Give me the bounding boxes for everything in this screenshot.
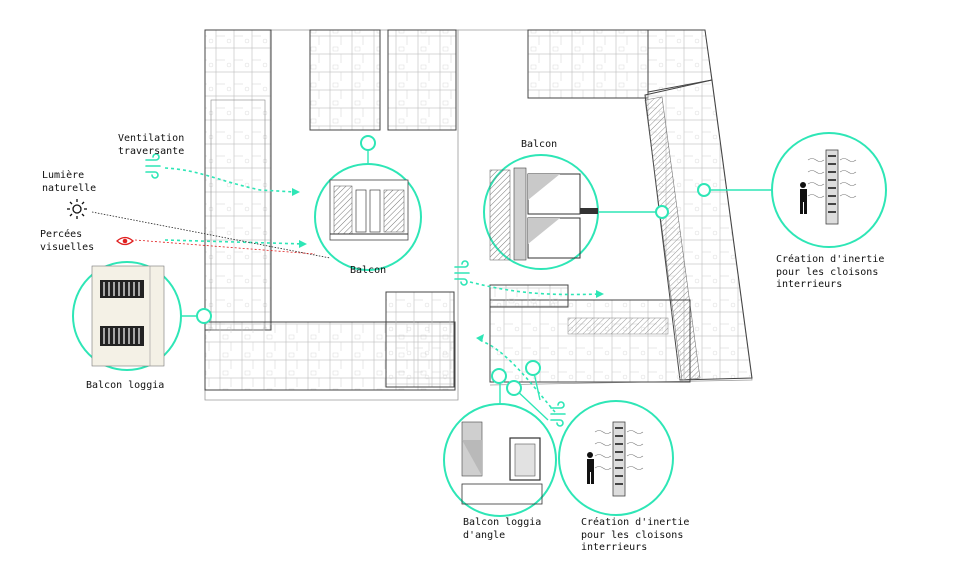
callout-anchors [196,135,711,396]
label-percees-visuelles: Percées visuelles [40,229,95,253]
person-icon [800,182,807,214]
label-lumiere-naturelle: Lumière naturelle [42,170,97,194]
label-inertie-bottom: Création d'inertie pour les cloisons int… [581,517,690,553]
sun-icon [67,199,87,219]
callout-balcon-center [314,163,422,271]
eye-icon [116,236,134,246]
wind-icon [454,260,470,286]
callout-balcon-right [483,154,599,270]
building-left-wing [204,29,272,331]
building-bottom-left [204,291,456,391]
callout-inertie-bottom [558,400,674,516]
person-icon [587,452,594,484]
wind-icon [550,401,566,427]
ventilation-arrows [164,167,601,413]
building-top-left [309,29,457,131]
building-top-right [527,29,713,99]
callout-inertie-right [771,132,887,248]
label-ventilation-traversante: Ventilation traversante [118,133,185,157]
wind-icon [145,153,161,179]
label-balcon-center: Balcon [350,265,387,276]
label-balcon-right: Balcon [521,139,558,150]
label-balcon-loggia-angle: Balcon loggia d'angle [463,517,542,541]
ventilation-arrowheads [292,188,604,342]
callout-balcon-loggia-angle [443,403,557,517]
light-line [91,211,331,259]
label-inertie-right: Création d'inertie pour les cloisons int… [776,254,885,290]
building-bottom-right [489,284,691,383]
label-balcon-loggia: Balcon loggia [86,380,165,391]
callout-balcon-loggia [72,261,182,371]
